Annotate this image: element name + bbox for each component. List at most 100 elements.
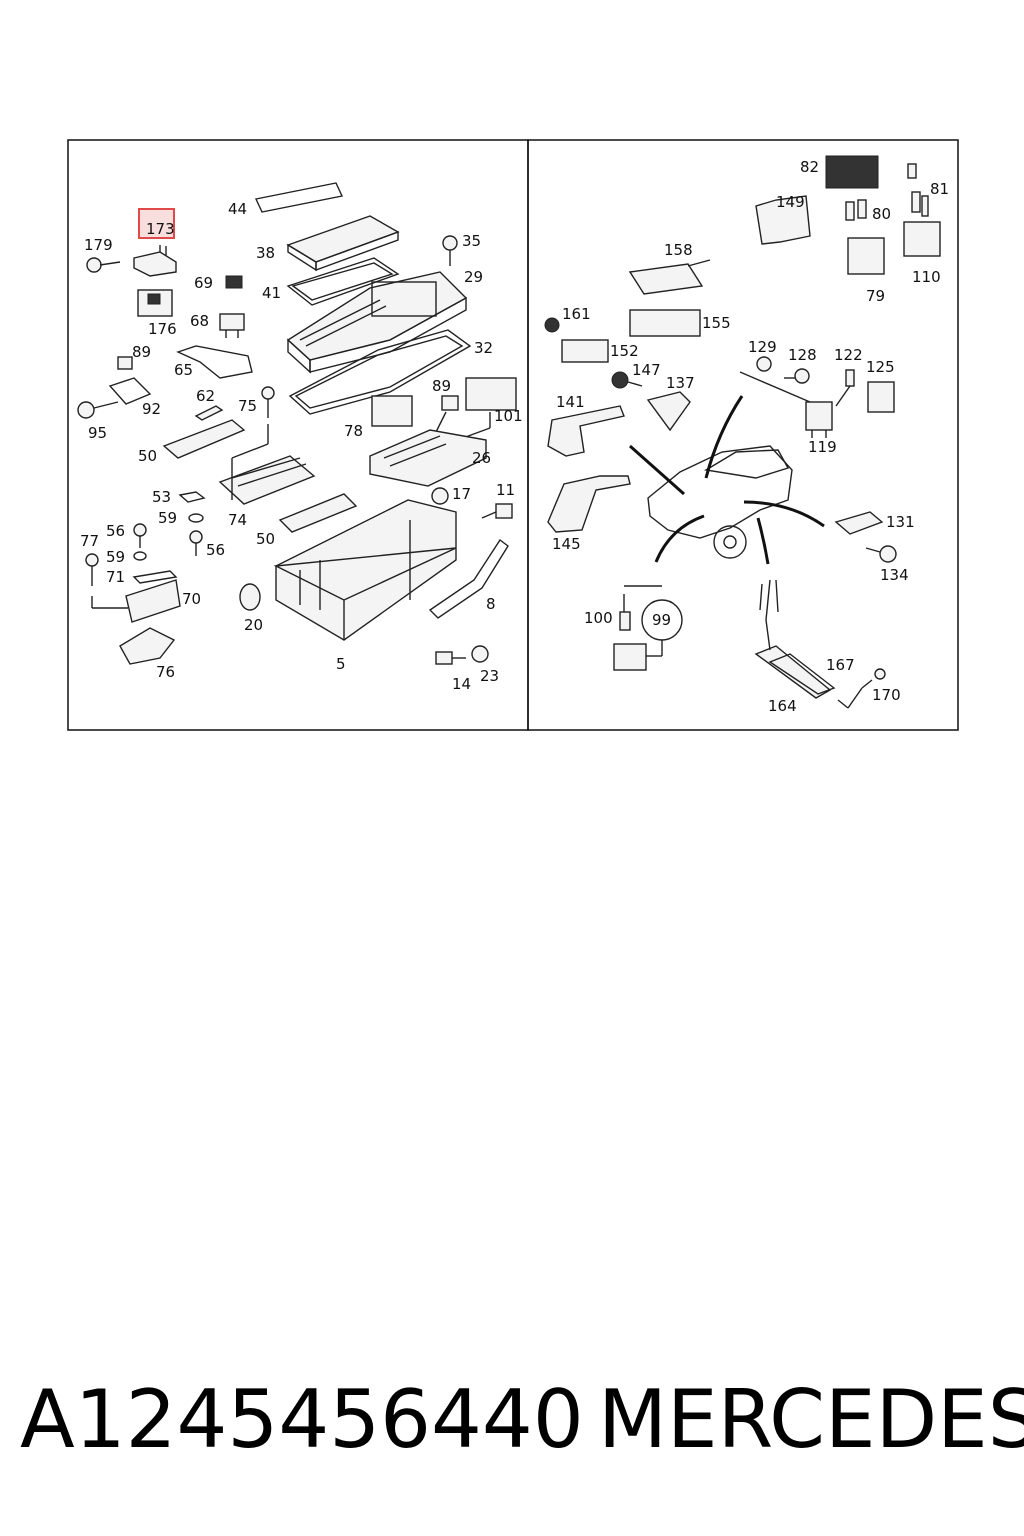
callout-14: 14 bbox=[452, 675, 471, 693]
callout-29: 29 bbox=[464, 268, 483, 286]
part-65-bracket bbox=[176, 345, 253, 379]
callout-125: 125 bbox=[866, 358, 895, 376]
part-68-connector bbox=[219, 313, 245, 338]
callout-134: 134 bbox=[880, 566, 909, 584]
part-29-fusebox-top bbox=[286, 271, 468, 374]
part-76-bracket bbox=[119, 627, 176, 665]
callout-70: 70 bbox=[182, 590, 201, 608]
part-56-screw-b bbox=[189, 530, 203, 556]
part-17-nut bbox=[431, 487, 449, 505]
part-8-rail bbox=[428, 538, 509, 619]
part-number: A1245456440 bbox=[20, 1373, 584, 1466]
callout-82: 82 bbox=[800, 158, 819, 176]
callout-128: 128 bbox=[788, 346, 817, 364]
callout-50-lower: 50 bbox=[256, 530, 275, 548]
part-179-bolt bbox=[86, 257, 121, 273]
callout-173: 173 bbox=[146, 220, 175, 238]
part-161-nut bbox=[544, 317, 560, 333]
part-149-bracket bbox=[755, 195, 811, 245]
callout-99: 99 bbox=[652, 611, 671, 629]
callout-50-upper: 50 bbox=[138, 447, 157, 465]
brand-name: MERCEDES bbox=[598, 1373, 1024, 1466]
part-89-relay-left bbox=[117, 356, 133, 370]
part-41-gasket bbox=[286, 257, 400, 306]
part-50-strip-b bbox=[278, 493, 358, 533]
part-53-clip bbox=[178, 491, 206, 503]
part-129-nut bbox=[756, 356, 772, 372]
part-141-bracket bbox=[547, 405, 625, 457]
callout-59-upper: 59 bbox=[158, 509, 177, 527]
part-131-bracket bbox=[834, 511, 884, 535]
callout-149: 149 bbox=[776, 193, 805, 211]
part-5-lower-housing bbox=[273, 499, 457, 641]
callout-155: 155 bbox=[702, 314, 731, 332]
part-23-nut bbox=[471, 645, 489, 663]
part-147-bolt bbox=[611, 371, 643, 389]
part-170-screw bbox=[837, 668, 886, 709]
callout-44: 44 bbox=[228, 200, 247, 218]
callout-129: 129 bbox=[748, 338, 777, 356]
callout-92: 92 bbox=[142, 400, 161, 418]
part-70-module bbox=[91, 579, 181, 623]
callout-161: 161 bbox=[562, 305, 591, 323]
part-152-module bbox=[561, 339, 609, 363]
part-59-washer-a bbox=[188, 513, 204, 523]
parts-diagram: 44 173 179 38 35 69 41 29 176 68 32 89 6… bbox=[67, 139, 959, 731]
callout-101: 101 bbox=[494, 407, 523, 425]
part-44-label-plate bbox=[254, 182, 344, 213]
callout-170: 170 bbox=[872, 686, 901, 704]
part-75-screw bbox=[231, 386, 275, 459]
callout-62: 62 bbox=[196, 387, 215, 405]
part-164-harness bbox=[754, 579, 832, 699]
part-110-relay bbox=[903, 221, 941, 257]
callout-23: 23 bbox=[480, 667, 499, 685]
part-95-bolt bbox=[77, 401, 119, 419]
callout-77: 77 bbox=[80, 532, 99, 550]
callout-26: 26 bbox=[472, 449, 491, 467]
callout-65: 65 bbox=[174, 361, 193, 379]
part-26-base-board bbox=[369, 429, 487, 487]
part-155-module bbox=[629, 309, 701, 337]
callout-176: 176 bbox=[148, 320, 177, 338]
callout-147: 147 bbox=[632, 361, 661, 379]
part-122-fuse bbox=[845, 369, 855, 387]
callout-35: 35 bbox=[462, 232, 481, 250]
part-92-plate bbox=[108, 377, 152, 405]
callout-56-right: 56 bbox=[206, 541, 225, 559]
part-77-screw bbox=[85, 553, 99, 586]
part-78-relay bbox=[371, 395, 413, 427]
callout-145: 145 bbox=[552, 535, 581, 553]
callout-59-lower: 59 bbox=[106, 548, 125, 566]
callout-79: 79 bbox=[866, 287, 885, 305]
callout-110: 110 bbox=[912, 268, 941, 286]
callout-80: 80 bbox=[872, 205, 891, 223]
part-38-cover bbox=[286, 215, 400, 272]
part-59-washer-b bbox=[133, 551, 147, 561]
part-134-bolt bbox=[865, 545, 897, 563]
callout-32: 32 bbox=[474, 339, 493, 357]
part-74-fuse-bank bbox=[218, 455, 316, 505]
part-62-fuse bbox=[194, 405, 224, 421]
callout-167: 167 bbox=[826, 656, 855, 674]
callout-78: 78 bbox=[344, 422, 363, 440]
part-69-relay bbox=[225, 275, 243, 289]
part-81-fuses bbox=[907, 163, 929, 217]
callout-20: 20 bbox=[244, 616, 263, 634]
part-99-relay bbox=[613, 640, 663, 671]
callout-131: 131 bbox=[886, 513, 915, 531]
part-167-cover bbox=[768, 653, 836, 695]
callout-74: 74 bbox=[228, 511, 247, 529]
part-56-screw-a bbox=[133, 523, 147, 548]
callout-41: 41 bbox=[262, 284, 281, 302]
arrow-to-firewall bbox=[743, 500, 825, 528]
part-82-relay bbox=[825, 155, 879, 189]
arrow-to-engine-bay bbox=[629, 444, 685, 496]
callout-141: 141 bbox=[556, 393, 585, 411]
part-158-unit bbox=[628, 259, 711, 295]
part-176-holder bbox=[137, 289, 173, 317]
callout-53: 53 bbox=[152, 488, 171, 506]
callout-11: 11 bbox=[496, 481, 515, 499]
part-71-strip bbox=[132, 570, 178, 584]
part-145-bracket bbox=[547, 475, 631, 533]
part-35-screw bbox=[442, 235, 458, 266]
